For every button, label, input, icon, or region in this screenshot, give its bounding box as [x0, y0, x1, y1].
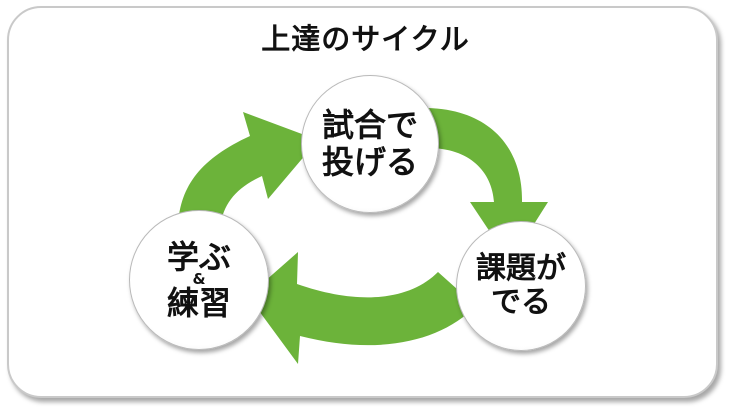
- node-learn: 学ぶ & 練習: [129, 210, 269, 350]
- arrow-learn-to-game: [178, 112, 318, 226]
- diagram-title: 上達のサイクル: [261, 22, 470, 56]
- node-learn-ampersand: &: [192, 269, 206, 288]
- arrow-issues-to-learn: [248, 252, 476, 364]
- node-learn-line1: 学ぶ: [166, 237, 231, 276]
- node-learn-line2: 練習: [166, 283, 231, 322]
- node-issues-line1: 課題が: [476, 250, 566, 286]
- node-game: 試合で 投げる: [301, 75, 439, 213]
- node-issues: 課題が でる: [456, 221, 586, 351]
- node-issues-line2: でる: [491, 285, 551, 320]
- node-game-line1: 試合で: [321, 106, 418, 145]
- node-game-line2: 投げる: [321, 143, 418, 181]
